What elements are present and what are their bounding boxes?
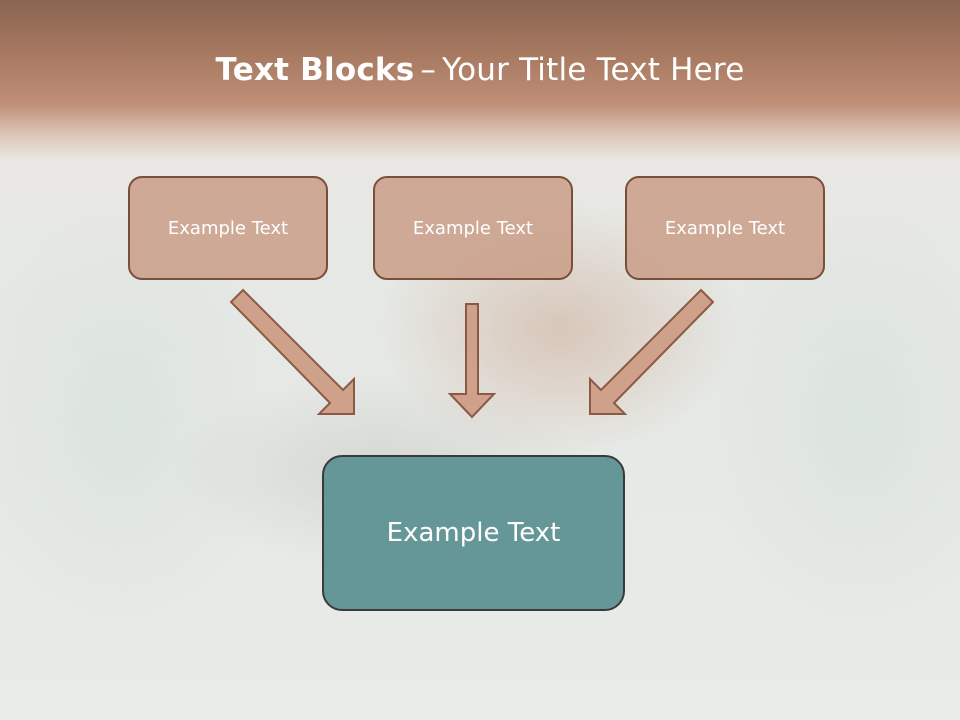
text-block-bottom-label: Example Text [386,518,561,548]
text-block-left-label: Example Text [167,217,289,239]
title-dash: – [420,52,437,88]
arrow-right-icon [589,288,715,415]
text-block-middle-label: Example Text [412,217,534,239]
text-block-bottom: Example Text [322,455,625,611]
arrow-left-icon [229,288,355,415]
text-block-right-label: Example Text [664,217,786,239]
title-rest: Your Title Text Here [442,52,745,88]
text-block-right: Example Text [625,176,825,280]
header-band [0,0,960,160]
arrow-middle-icon [447,303,497,419]
text-block-left: Example Text [128,176,328,280]
slide-title: Text Blocks–Your Title Text Here [0,52,960,88]
title-bold-part: Text Blocks [215,52,415,88]
text-block-middle: Example Text [373,176,573,280]
